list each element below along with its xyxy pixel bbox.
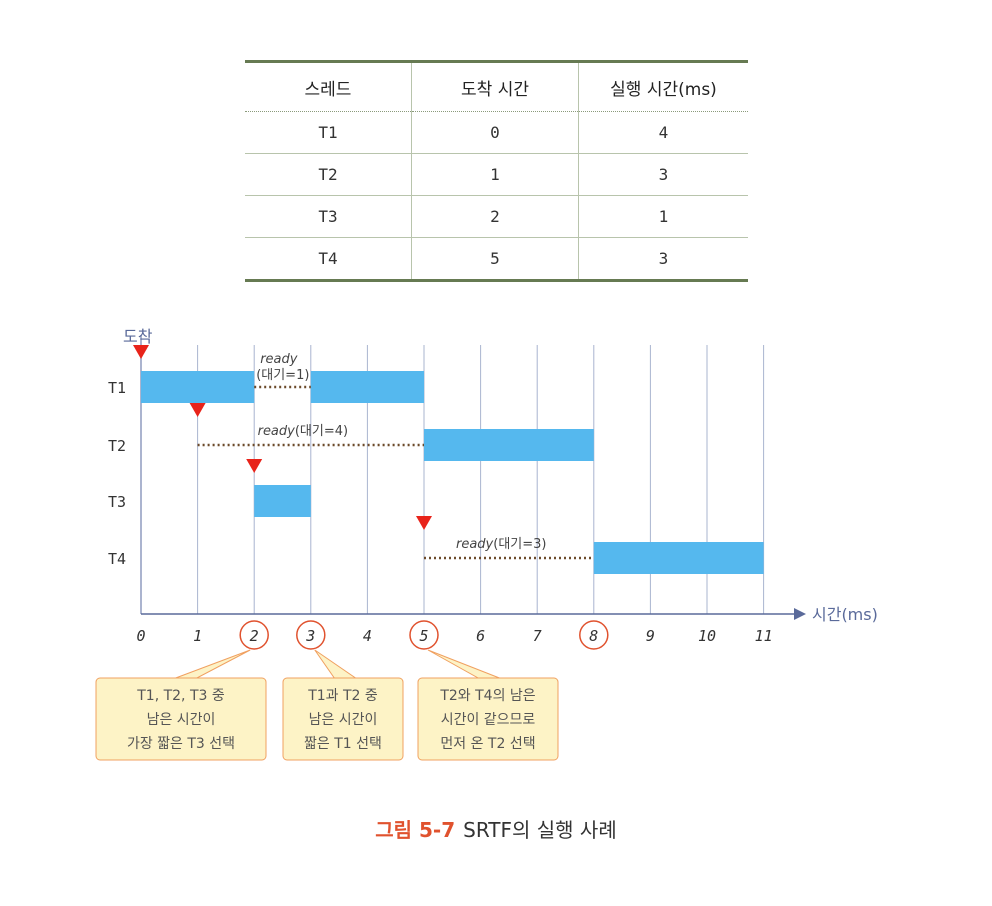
execution-bar [424,429,594,461]
cell-thread: T3 [245,195,412,238]
x-axis-arrow-icon [794,608,806,620]
header-arrival: 도착 시간 [411,60,579,112]
thread-label: T2 [108,437,126,455]
cell-thread: T4 [245,237,412,282]
tick-label: 5 [419,627,428,645]
ready-label: ready [260,352,298,367]
tick-label: 7 [533,627,542,645]
callout-line: 남은 시간이 [309,712,378,728]
callout-box [417,677,559,761]
callout-line: 먼저 온 T2 선택 [440,736,535,752]
thread-table: 스레드 도착 시간 실행 시간(ms) T1 0 4 T2 1 3 T3 2 1… [245,60,748,282]
cell-exec: 3 [578,237,748,282]
wait-label: (대기=1) [256,368,309,383]
tick-highlight-circle [579,620,609,650]
arrival-marker-icon [133,345,149,359]
cell-exec: 4 [578,111,748,154]
wait-label: ready(대기=3) [456,537,547,552]
tick-label: 6 [476,627,485,645]
tick-highlight-circle [296,620,326,650]
tick-label: 8 [589,627,598,645]
execution-bar [254,485,311,517]
cell-arrival: 0 [411,111,579,154]
ready-label: ready [456,537,494,552]
wait-count: (대기=3) [493,537,546,552]
x-axis-label: 시간(ms) [812,605,878,624]
cell-arrival: 5 [411,237,579,282]
cell-exec: 3 [578,153,748,196]
wait-count: (대기=4) [295,424,348,439]
tick-label: 11 [755,627,773,645]
arrival-marker-icon [189,403,206,417]
callout-box [282,677,404,761]
wait-label: ready(대기=4) [258,424,349,439]
execution-bar [593,542,764,574]
callout-line: 짧은 T1 선택 [304,736,382,752]
thread-label: T1 [108,379,126,397]
tick-label: 4 [363,627,372,645]
table-row: T1 0 4 [245,111,748,154]
cell-arrival: 1 [411,153,579,196]
arrival-marker-icon [416,516,432,530]
callout-line: 남은 시간이 [147,712,216,728]
arrival-label: 도착 [123,327,153,346]
tick-highlight-circle [239,620,269,650]
callout-pointer [172,649,251,680]
tick-label: 3 [305,627,315,645]
header-exec: 실행 시간(ms) [578,60,748,112]
cell-thread: T1 [245,111,412,154]
arrival-marker-icon [246,459,263,473]
tick-label: 2 [250,627,259,645]
callout-box [95,677,267,761]
execution-bar [310,371,424,403]
figure-title: SRTF의 실행 사례 [463,818,617,842]
figure-number: 그림 5-7 [375,818,456,842]
execution-bar [141,371,255,403]
cell-thread: T2 [245,153,412,196]
callout-line: 시간이 같으므로 [441,712,536,728]
header-thread: 스레드 [245,60,412,112]
table-row: T2 1 3 [245,153,748,196]
tick-label: 10 [698,627,716,645]
table-header-row: 스레드 도착 시간 실행 시간(ms) [245,60,748,112]
callout-line: T1, T2, T3 중 [136,688,225,704]
tick-label: 9 [646,627,655,645]
cell-exec: 1 [578,195,748,238]
thread-label: T3 [108,493,126,511]
callout-line: T2와 T4의 남은 [439,688,535,704]
tick-label: 0 [136,627,145,645]
tick-highlight-circle [409,620,439,650]
callout-line: T1과 T2 중 [307,688,378,704]
callout-pointer [314,649,359,680]
callout-line: 가장 짧은 T3 선택 [127,736,235,752]
tick-label: 1 [193,627,202,645]
cell-arrival: 2 [411,195,579,238]
figure-caption: 그림 5-7 SRTF의 실행 사례 [0,814,992,843]
table-row: T3 2 1 [245,195,748,238]
thread-label: T4 [108,550,126,568]
callout-pointer [427,649,503,680]
table-row: T4 5 3 [245,237,748,282]
ready-label: ready [258,424,296,439]
